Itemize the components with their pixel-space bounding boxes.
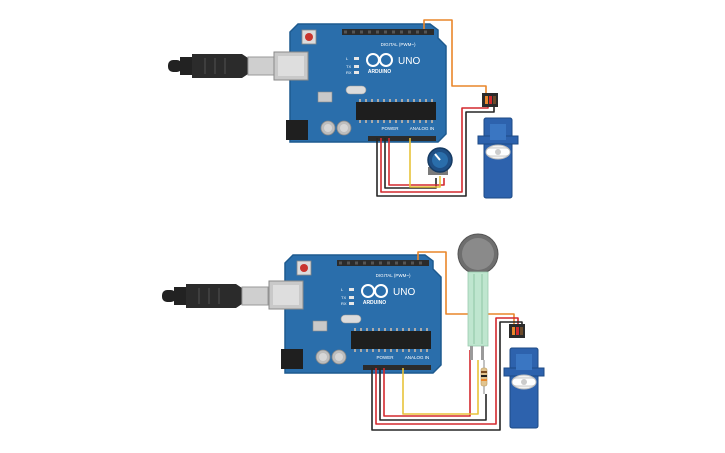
usb-cable-icon [162, 284, 269, 308]
usb-cable-icon [168, 54, 275, 78]
arduino-board[interactable]: DIGITAL (PWM~) L TX RX ARDUINO UNO [268, 254, 442, 374]
servo-icon[interactable] [503, 324, 545, 429]
digital-label: DIGITAL (PWM~) [381, 42, 416, 47]
svg-text:ARDUINO: ARDUINO [363, 300, 386, 306]
l-label: L [341, 287, 344, 292]
servo-icon[interactable] [477, 93, 519, 199]
arduino-board[interactable]: DIGITAL (PWM~) L TX RX ARDUINO UNO [273, 23, 447, 143]
arduino-logo: ARDUINO [361, 284, 388, 306]
model-label: UNO [398, 56, 420, 67]
force-sensor-icon[interactable] [457, 233, 499, 360]
rx-label: RX [346, 70, 352, 75]
circuit-1: DIGITAL (PWM~) L TX RX ARDUINO UNO [168, 19, 519, 199]
analog-label: ANALOG IN [405, 355, 430, 360]
analog-label: ANALOG IN [410, 126, 435, 131]
power-label: POWER [381, 126, 399, 131]
model-label: UNO [393, 287, 415, 298]
power-label: POWER [376, 355, 394, 360]
digital-label: DIGITAL (PWM~) [376, 273, 411, 278]
circuit-2: DIGITAL (PWM~) L TX RX ARDUINO UNO [162, 233, 545, 431]
tx-label: TX [346, 64, 351, 69]
l-label: L [346, 56, 349, 61]
rx-label: RX [341, 301, 347, 306]
svg-text:ARDUINO: ARDUINO [368, 69, 391, 75]
arduino-logo: ARDUINO [366, 53, 393, 75]
wires [371, 251, 523, 431]
resistor-icon [480, 360, 488, 394]
potentiometer-icon[interactable] [427, 147, 453, 175]
tx-label: TX [341, 295, 346, 300]
